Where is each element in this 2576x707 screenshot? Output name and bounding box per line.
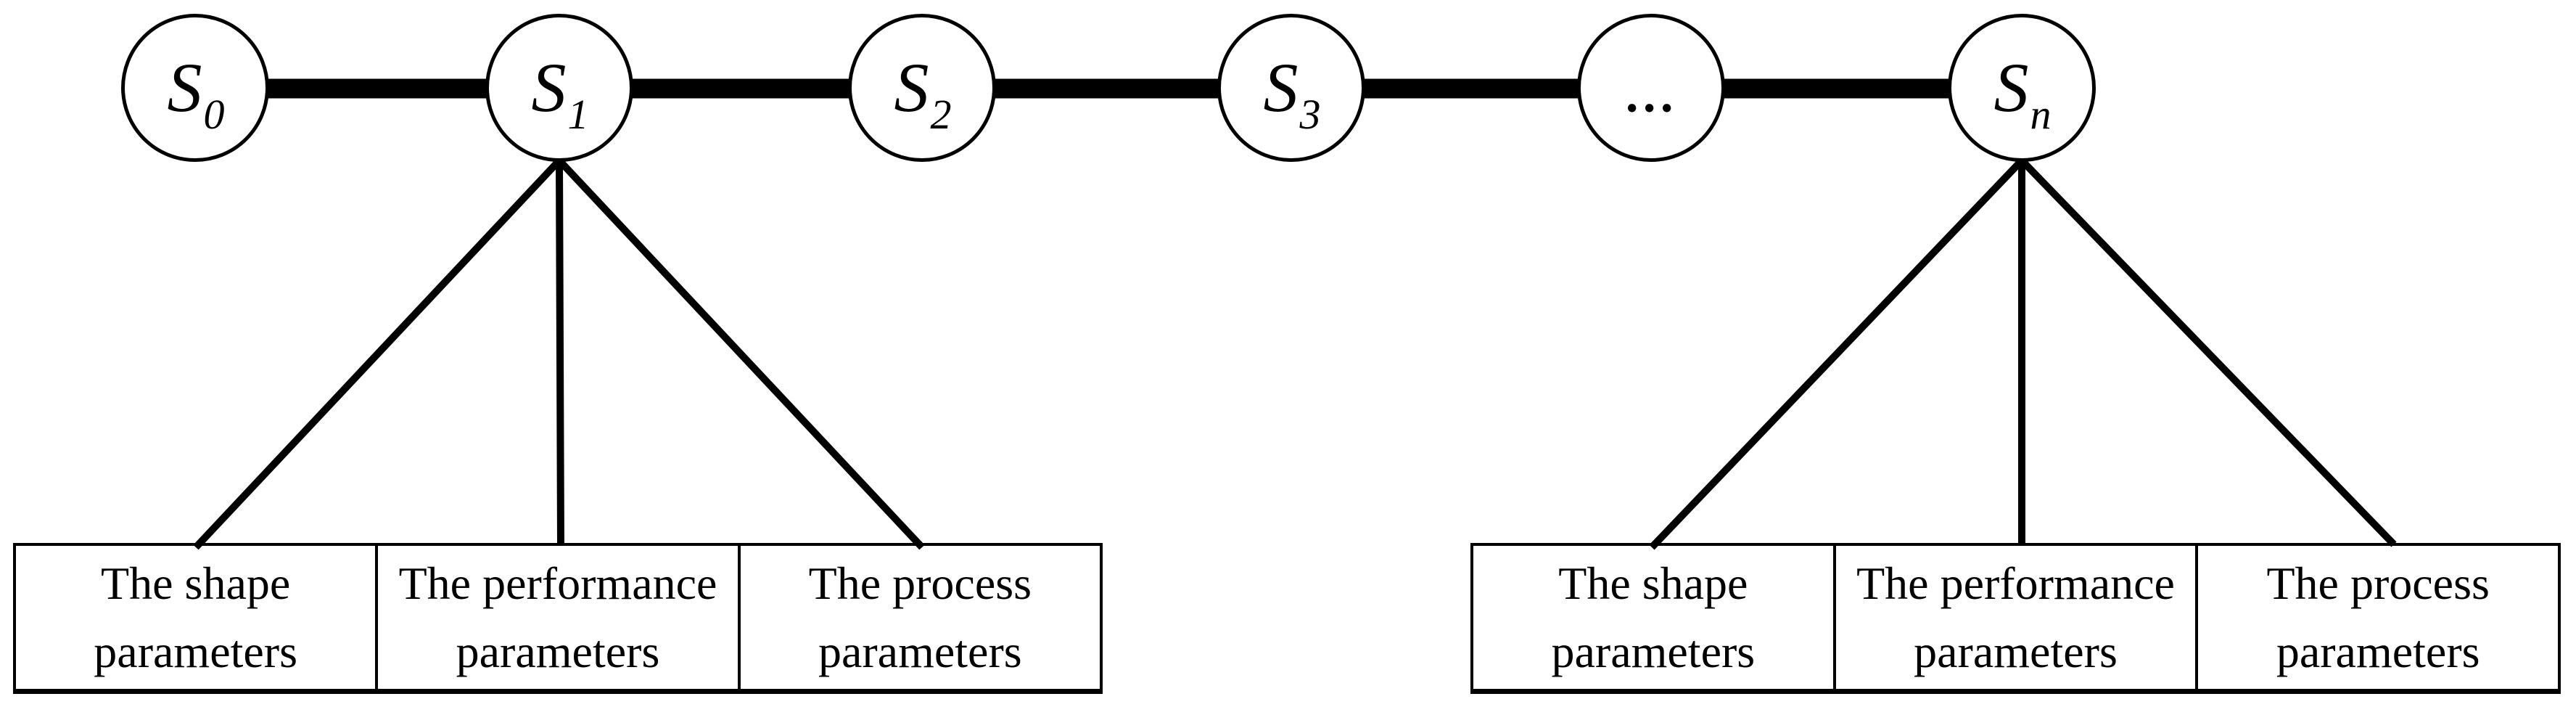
performance-parameters-label: The performance parameters xyxy=(1856,557,2175,677)
parameter-group-left: The shape parameters The performance par… xyxy=(13,543,1103,694)
s1-to-shape-box-edge xyxy=(193,158,562,550)
process-parameters-box-right: The process parameters xyxy=(2195,546,2558,689)
parameter-group-right: The shape parameters The performance par… xyxy=(1470,543,2561,694)
state-node-ellipsis-label: ... xyxy=(1625,49,1677,126)
process-parameters-label: The process parameters xyxy=(808,557,1032,677)
shape-parameters-box-right: The shape parameters xyxy=(1473,546,1833,689)
performance-parameters-label: The performance parameters xyxy=(398,557,717,677)
state-node-ellipsis: ... xyxy=(1577,14,1725,162)
performance-parameters-box-left: The performance parameters xyxy=(375,546,737,689)
process-parameters-label: The process parameters xyxy=(2266,557,2490,677)
sn-to-shape-box-edge xyxy=(1649,158,2025,550)
performance-parameters-box-right: The performance parameters xyxy=(1832,546,2196,689)
process-parameters-box-left: The process parameters xyxy=(737,546,1100,689)
sn-to-process-box-edge xyxy=(2019,158,2397,547)
shape-parameters-label: The shape parameters xyxy=(1551,557,1756,677)
s1-to-process-box-edge xyxy=(556,158,925,550)
s1-to-performance-box-edge xyxy=(556,160,564,545)
shape-parameters-label: The shape parameters xyxy=(94,557,298,677)
shape-parameters-box-left: The shape parameters xyxy=(16,546,375,689)
